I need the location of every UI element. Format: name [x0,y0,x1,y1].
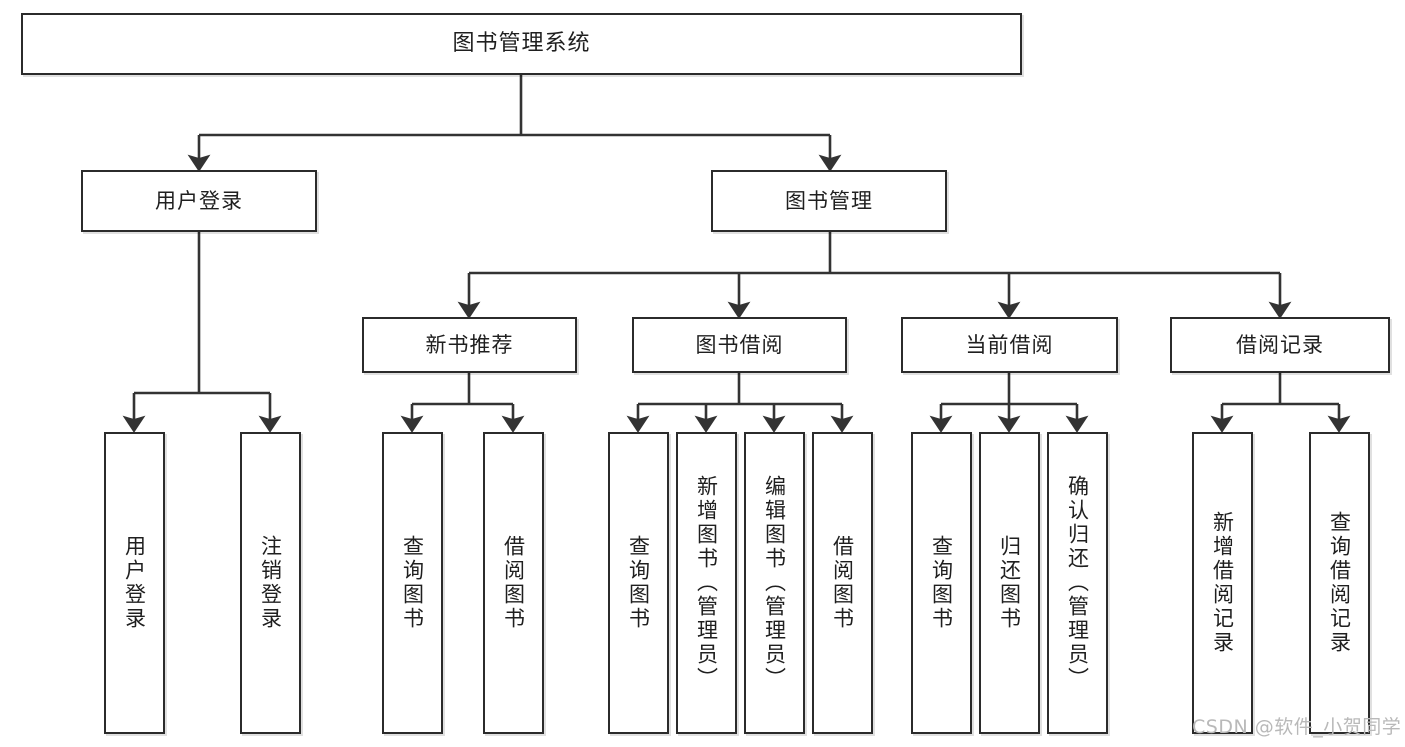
node-label: 用户登录 [122,535,147,631]
leaf-recommend-borrow-book[interactable]: 借阅图书 [483,432,544,734]
leaf-user-login-signin[interactable]: 用户登录 [104,432,165,734]
node-label: 图书管理系统 [452,31,591,57]
leaf-borrow-add-book[interactable]: 新增图书（管理员） [676,432,737,734]
node-label: 借阅图书 [830,535,855,631]
node-borrow-record[interactable]: 借阅记录 [1170,317,1390,373]
leaf-borrow-edit-book[interactable]: 编辑图书（管理员） [744,432,805,734]
node-label: 归还图书 [997,535,1022,631]
leaf-borrow-query-book[interactable]: 查询图书 [608,432,669,734]
node-label: 图书管理 [785,188,873,213]
node-label: 新增借阅记录 [1210,511,1235,655]
node-current-borrow[interactable]: 当前借阅 [901,317,1118,373]
node-label: 用户登录 [155,188,243,213]
node-label: 编辑图书（管理员） [762,475,787,691]
node-label: 借阅图书 [501,535,526,631]
node-user-login[interactable]: 用户登录 [81,170,317,232]
node-label: 新增图书（管理员） [694,475,719,691]
node-book-management[interactable]: 图书管理 [711,170,947,232]
node-label: 图书借阅 [695,332,784,357]
node-label: 查询图书 [929,535,954,631]
leaf-recommend-query-book[interactable]: 查询图书 [382,432,443,734]
node-label: 注销登录 [258,535,283,631]
leaf-user-login-signout[interactable]: 注销登录 [240,432,301,734]
node-root-system[interactable]: 图书管理系统 [21,13,1022,75]
node-label: 新书推荐 [425,332,514,357]
node-label: 查询图书 [626,535,651,631]
leaf-current-query-book[interactable]: 查询图书 [911,432,972,734]
leaf-current-return-book[interactable]: 归还图书 [979,432,1040,734]
leaf-borrow-borrow-book[interactable]: 借阅图书 [812,432,873,734]
node-label: 查询图书 [400,535,425,631]
node-label: 借阅记录 [1236,332,1324,357]
leaf-current-confirm-return[interactable]: 确认归还（管理员） [1047,432,1108,734]
leaf-record-add-record[interactable]: 新增借阅记录 [1192,432,1253,734]
node-book-borrow[interactable]: 图书借阅 [632,317,847,373]
node-new-book-recommend[interactable]: 新书推荐 [362,317,577,373]
node-label: 当前借阅 [965,332,1054,357]
node-label: 查询借阅记录 [1327,511,1352,655]
node-label: 确认归还（管理员） [1065,475,1090,691]
leaf-record-query-record[interactable]: 查询借阅记录 [1309,432,1370,734]
csdn-watermark: CSDN @软件_小贺同学 [1192,716,1402,738]
